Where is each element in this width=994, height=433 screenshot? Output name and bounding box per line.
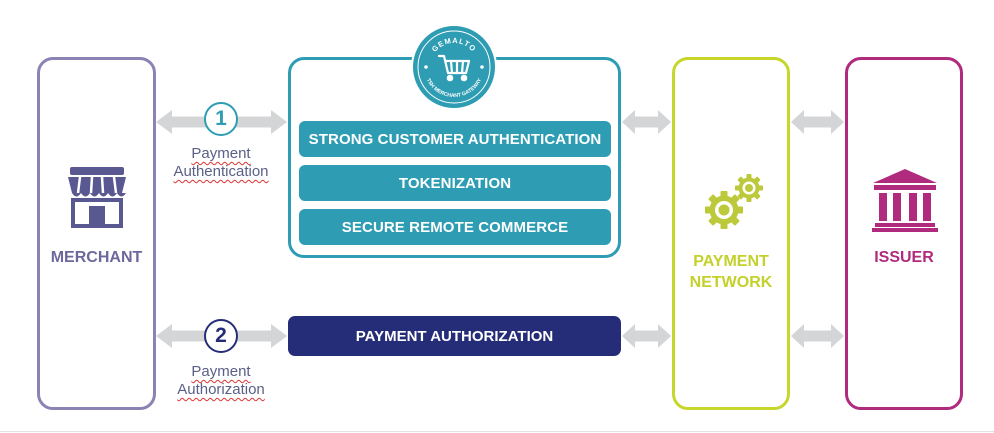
- bottom-divider: [0, 431, 994, 432]
- merchant-box: MERCHANT: [37, 57, 156, 410]
- payment-network-label: PAYMENT NETWORK: [675, 251, 787, 293]
- strong-customer-authentication-block: STRONG CUSTOMER AUTHENTICATION: [299, 121, 611, 157]
- authorization-network-arrow: [622, 324, 671, 348]
- merchant-label: MERCHANT: [50, 249, 143, 266]
- secure-remote-commerce-block: SECURE REMOTE COMMERCE: [299, 209, 611, 245]
- step-1-marker: 1: [204, 102, 238, 136]
- payment-network-box: PAYMENT NETWORK: [672, 57, 790, 410]
- tokenization-block: TOKENIZATION: [299, 165, 611, 201]
- gemalto-gateway-badge: GEMALTO TSH MERCHANT GATEWAY: [411, 24, 497, 110]
- bank-icon: [872, 169, 938, 232]
- network-issuer-arrow-top: [791, 110, 844, 134]
- gateway-network-arrow: [622, 110, 671, 134]
- caption-1-line1: Payment: [191, 145, 251, 162]
- payment-authentication-caption: Payment Authentication: [157, 145, 285, 181]
- gears-icon: [705, 174, 763, 229]
- storefront-icon: [68, 167, 126, 228]
- payment-authorization-block: PAYMENT AUTHORIZATION: [288, 316, 621, 356]
- step-2-marker: 2: [204, 319, 238, 353]
- payment-network-label-line1: PAYMENT: [693, 253, 769, 270]
- caption-1-line2: Authentication: [173, 163, 269, 180]
- caption-2-line2: Authorization: [177, 381, 265, 398]
- payment-network-label-line2: NETWORK: [689, 274, 773, 291]
- issuer-label: ISSUER: [874, 249, 934, 266]
- payment-authorization-caption: Payment Authorization: [157, 363, 285, 399]
- issuer-box: ISSUER: [845, 57, 963, 410]
- network-issuer-arrow-bottom: [791, 324, 844, 348]
- caption-2-line1: Payment: [191, 363, 251, 380]
- shopping-cart-icon: [437, 54, 471, 82]
